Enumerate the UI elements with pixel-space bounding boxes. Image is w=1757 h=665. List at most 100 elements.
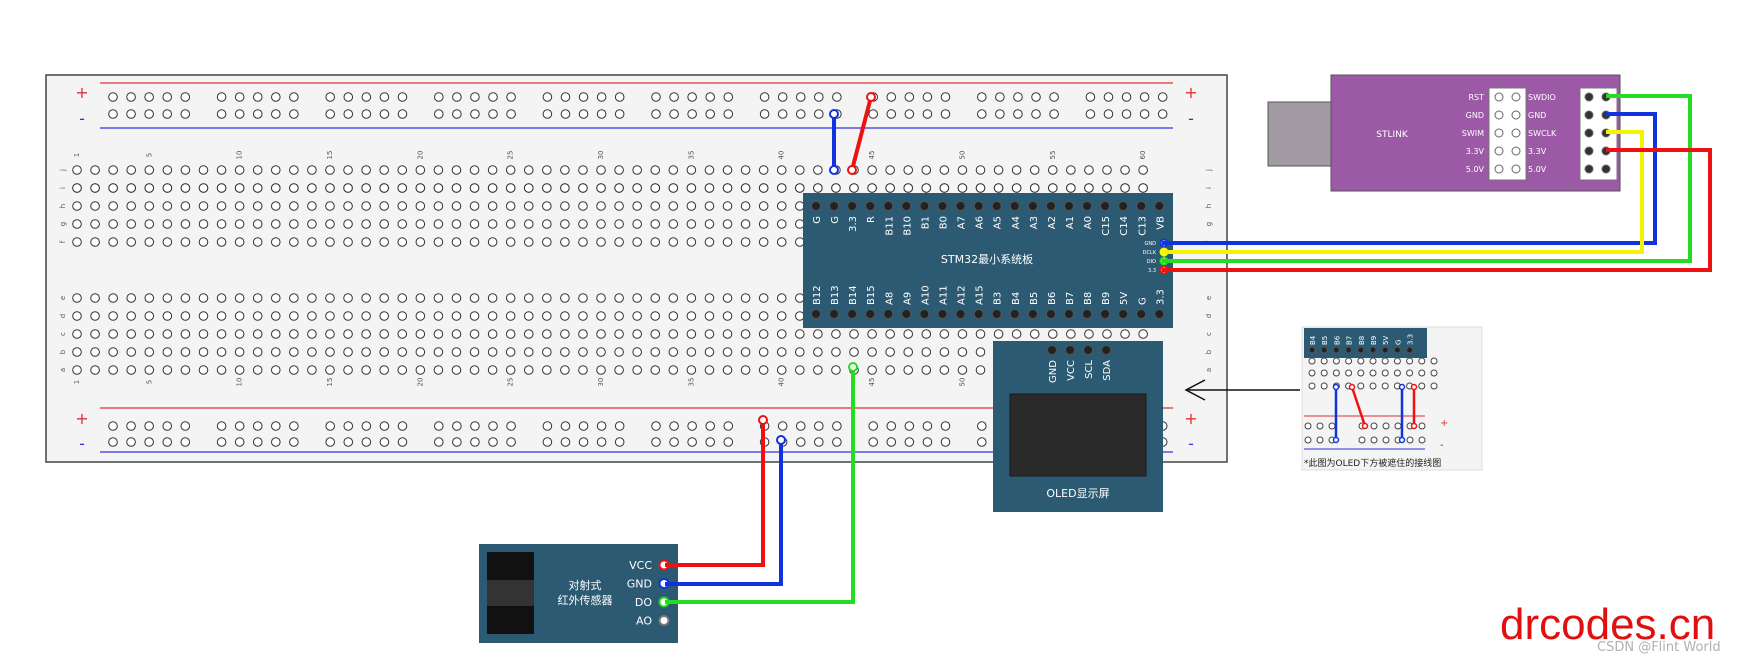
breadboard-hole (831, 329, 841, 339)
breadboard-hole (144, 237, 155, 247)
breadboard-hole (704, 219, 715, 229)
inset-hole (1430, 382, 1438, 390)
sensor-pin (658, 615, 670, 626)
rail-hole (578, 421, 589, 431)
stm32-top-pin-label: A7 (957, 216, 968, 229)
breadboard-hole (849, 183, 859, 193)
column-number: 20 (416, 378, 424, 387)
breadboard-hole (975, 347, 986, 357)
wire-green-sensor-do (665, 367, 855, 604)
rail-hole (651, 437, 661, 447)
rail-hole (126, 421, 136, 431)
stm32-bottom-pin-label: B12 (812, 285, 823, 305)
breadboard-hole (144, 311, 155, 321)
breadboard-hole (144, 329, 155, 339)
rail-hole (596, 92, 607, 102)
breadboard-hole (614, 183, 624, 193)
rail-hole (216, 109, 227, 119)
breadboard-hole (325, 311, 335, 321)
breadboard-hole (704, 201, 715, 211)
rail-hole (759, 109, 770, 119)
breadboard-hole (379, 293, 389, 303)
breadboard-hole (975, 365, 986, 375)
inset-rail-hole (1418, 436, 1426, 444)
breadboard-hole (957, 347, 968, 357)
breadboard-hole (270, 219, 281, 229)
stm32-top-pin (1009, 201, 1020, 211)
rail-hole (542, 109, 553, 119)
breadboard-hole (542, 201, 552, 211)
rail-hole (271, 421, 281, 431)
breadboard-hole (469, 237, 480, 247)
inset-hole (1308, 382, 1316, 390)
stlink-output-pin (1601, 164, 1611, 174)
breadboard-hole (162, 293, 173, 303)
breadboard-hole (596, 329, 606, 339)
row-letter: c (59, 332, 67, 336)
breadboard-hole (72, 293, 82, 303)
breadboard-hole (90, 293, 100, 303)
breadboard-hole (487, 219, 498, 229)
breadboard-hole (252, 201, 263, 211)
breadboard-hole (216, 293, 227, 303)
inset-hole (1345, 369, 1353, 377)
rail-hole (144, 92, 154, 102)
breadboard-hole (379, 183, 389, 193)
breadboard-hole (957, 365, 968, 375)
breadboard-hole (578, 201, 588, 211)
breadboard-hole (325, 329, 335, 339)
stm32-top-pin-label: A1 (1065, 216, 1076, 229)
rail-hole (705, 92, 716, 102)
stlink-output-pin (1584, 128, 1594, 138)
breadboard-hole (596, 183, 606, 193)
inset-hole (1418, 357, 1426, 365)
breadboard-hole (379, 237, 389, 247)
rail-hole (886, 92, 897, 102)
rail-hole (922, 92, 933, 102)
breadboard-hole (560, 237, 570, 247)
breadboard-hole (162, 201, 173, 211)
inset-caption: *此图为OLED下方被遮住的接线图 (1304, 457, 1441, 469)
rail-hole (886, 437, 897, 447)
breadboard-hole (776, 165, 787, 175)
rail-hole (940, 92, 951, 102)
breadboard-hole (126, 365, 137, 375)
breadboard-hole (505, 183, 516, 193)
breadboard-hole (596, 311, 606, 321)
rail-hole (596, 421, 607, 431)
stm32-bottom-pin (1009, 309, 1020, 319)
stlink-right-label: GND (1528, 111, 1546, 120)
inset-pin-label: B4 (1309, 335, 1317, 345)
breadboard-hole (542, 329, 552, 339)
breadboard-hole (198, 329, 209, 339)
breadboard-hole (343, 183, 353, 193)
inset-hole (1332, 369, 1340, 377)
breadboard-hole (578, 329, 588, 339)
stm32-bottom-pin (955, 309, 966, 319)
breadboard-hole (614, 347, 624, 357)
breadboard-hole (722, 237, 733, 247)
wire-end (1348, 383, 1356, 391)
stm32-top-pin-label: G (830, 216, 841, 224)
sensor-pin-label: DO (635, 596, 652, 609)
breadboard-hole (614, 219, 624, 229)
breadboard-hole (270, 165, 281, 175)
rail-hole (180, 92, 191, 102)
breadboard-hole (270, 201, 281, 211)
arrow-head (1184, 379, 1206, 401)
breadboard-hole (415, 201, 426, 211)
breadboard-hole (632, 237, 642, 247)
breadboard-hole (542, 311, 552, 321)
rail-hole (325, 92, 336, 102)
rail-hole (868, 437, 879, 447)
breadboard-hole (704, 329, 715, 339)
breadboard-hole (72, 201, 82, 211)
stm32-bottom-pin-label: 3.3 (1155, 289, 1166, 305)
row-letter: h (59, 204, 67, 208)
breadboard-hole (433, 365, 444, 375)
breadboard-hole (776, 219, 787, 229)
rail-hole (687, 421, 697, 431)
rail-hole (434, 421, 444, 431)
